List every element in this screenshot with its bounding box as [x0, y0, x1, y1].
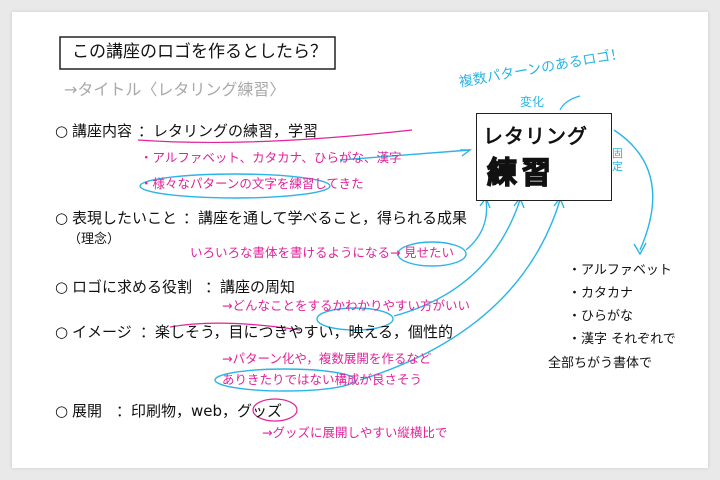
content-course-content: ：レタリングの練習，学習: [138, 122, 319, 140]
change-label: 変化: [520, 95, 545, 109]
label-philosophy: （理念）: [68, 232, 121, 247]
bullet-2: ○: [55, 209, 69, 227]
label-logo-role: ロゴに求める役割: [72, 278, 193, 296]
note-1a: ・アルファベット、カタカナ、ひらがな、漢字: [140, 150, 402, 165]
note-2b: 見せたい: [404, 245, 455, 260]
list-item-hiragana: ・ひらがな: [568, 309, 634, 324]
note-4a: →パターン化や，複数展開を作るなど: [222, 351, 432, 366]
logo-line-lettering: レタリング: [483, 124, 588, 148]
content-logo-role: ：講座の周知: [205, 278, 296, 296]
page-title: この講座のロゴを作るとしたら？: [72, 42, 327, 62]
fixed-label: 固定: [612, 147, 623, 173]
label-expression: 表現したいこと: [72, 209, 178, 227]
note-3: →どんなことをするかわかりやすい方がいい: [222, 298, 470, 313]
label-course-content: 講座内容: [72, 122, 133, 140]
label-expansion: 展開: [72, 402, 103, 420]
content-image: ：楽しそう，目につきやすい，映える，個性的: [140, 323, 454, 341]
note-4b: ありきたりではない構成が良さそう: [222, 372, 423, 387]
label-image: イメージ: [72, 323, 132, 341]
list-item-kanji: ・漢字 それぞれで: [568, 332, 676, 347]
note-1b: ・様々なパターンの文字を練習してきた: [140, 176, 364, 191]
bullet-4: ○: [55, 323, 69, 341]
list-footer: 全部ちがう書体で: [548, 356, 653, 371]
logo-sketch: レタリング 練習: [476, 113, 612, 201]
subtitle: →タイトル〈レタリング練習〉: [64, 80, 286, 99]
list-item-alphabet: ・アルファベット: [568, 263, 672, 278]
content-expression: ：講座を通して学べること，得られる成果: [183, 209, 467, 227]
logo-line-practice: 練習: [486, 155, 555, 191]
note-2a: いろいろな書体を書けるようになる→: [190, 245, 401, 260]
note-5: →グッズに展開しやすい縦横比で: [262, 425, 448, 440]
bullet-5: ○: [55, 402, 69, 420]
content-expansion: ：印刷物，web，グッズ: [116, 402, 283, 420]
list-item-katakana: ・カタカナ: [568, 286, 634, 301]
bullet-3: ○: [55, 278, 69, 296]
bullet-1: ○: [55, 122, 69, 140]
